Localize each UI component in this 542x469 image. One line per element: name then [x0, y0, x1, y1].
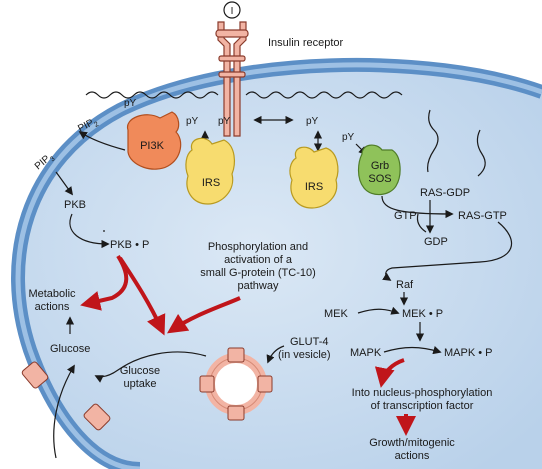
ras-cycle-arrows [381, 195, 513, 281]
glucose-label: Glucose [50, 343, 90, 355]
insulin-molecule: I [223, 1, 241, 19]
glucose-entry-arrow [53, 364, 75, 459]
py-left-mid: pY [186, 116, 199, 127]
insulin-receptor [215, 21, 249, 137]
irs-left-protein: IRS [185, 137, 235, 205]
mapk-cascade-arrows [65, 230, 442, 383]
nucleus-line-2: of transcription factor [371, 400, 474, 412]
phosphotyrosine-waves [85, 91, 486, 177]
insulin-receptor-label: Insulin receptor [268, 37, 344, 49]
mek-label: MEK [324, 308, 349, 320]
tc10-line-1: Phosphorylation and [208, 241, 308, 253]
sos-label: SOS [368, 173, 391, 185]
glut4-line-2: (in vesicle) [278, 349, 331, 361]
pkb-p-label: PKB • P [110, 239, 149, 251]
pkb-label: PKB [64, 199, 86, 211]
py-top-left: pY [124, 98, 137, 109]
glucose-uptake-line-1: Glucose [120, 365, 160, 377]
cell-membrane-inner [15, 62, 542, 469]
ras-gdp-label: RAS-GDP [420, 187, 470, 199]
metabolic-line-2: actions [35, 301, 70, 313]
raf-label: Raf [396, 279, 414, 291]
insulin-symbol-label: I [231, 6, 234, 17]
irs-right-label: IRS [305, 181, 323, 193]
growth-line-2: actions [395, 450, 430, 462]
irs-right-protein: IRS [289, 146, 339, 209]
glut4-vesicle [199, 347, 273, 421]
metabolic-line-1: Metabolic [28, 288, 76, 300]
growth-line-1: Growth/mitogenic [369, 437, 455, 449]
glut4-line-1: GLUT-4 [290, 336, 329, 348]
glucose-uptake-line-2: uptake [123, 378, 156, 390]
tc10-line-3: small G-protein (TC-10) [200, 267, 316, 279]
ras-gtp-label: RAS-GTP [458, 210, 507, 222]
pi3k-protein: PI3K [127, 111, 182, 170]
red-arrows [80, 254, 416, 436]
membrane-glucose-transporters [21, 361, 111, 431]
pip-arrows [55, 131, 126, 196]
pi3k-label: PI3K [140, 140, 165, 152]
mapk-label: MAPK [350, 347, 382, 359]
irs-left-label: IRS [202, 177, 220, 189]
mek-p-label: MEK • P [402, 308, 443, 320]
py-grb: pY [342, 132, 355, 143]
mapk-p-label: MAPK • P [444, 347, 492, 359]
tc10-line-2: activation of a [224, 254, 293, 266]
py-right-mid: pY [306, 116, 319, 127]
py-left-mid-2: pY [218, 116, 231, 127]
pkb-arrow [69, 213, 110, 249]
grb-label: Grb [371, 160, 389, 172]
gdp-label: GDP [424, 236, 448, 248]
grb-sos-protein: Grb SOS [357, 144, 401, 196]
nucleus-line-1: Into nucleus-phosphorylation [352, 387, 493, 399]
tc10-line-4: pathway [238, 280, 279, 292]
